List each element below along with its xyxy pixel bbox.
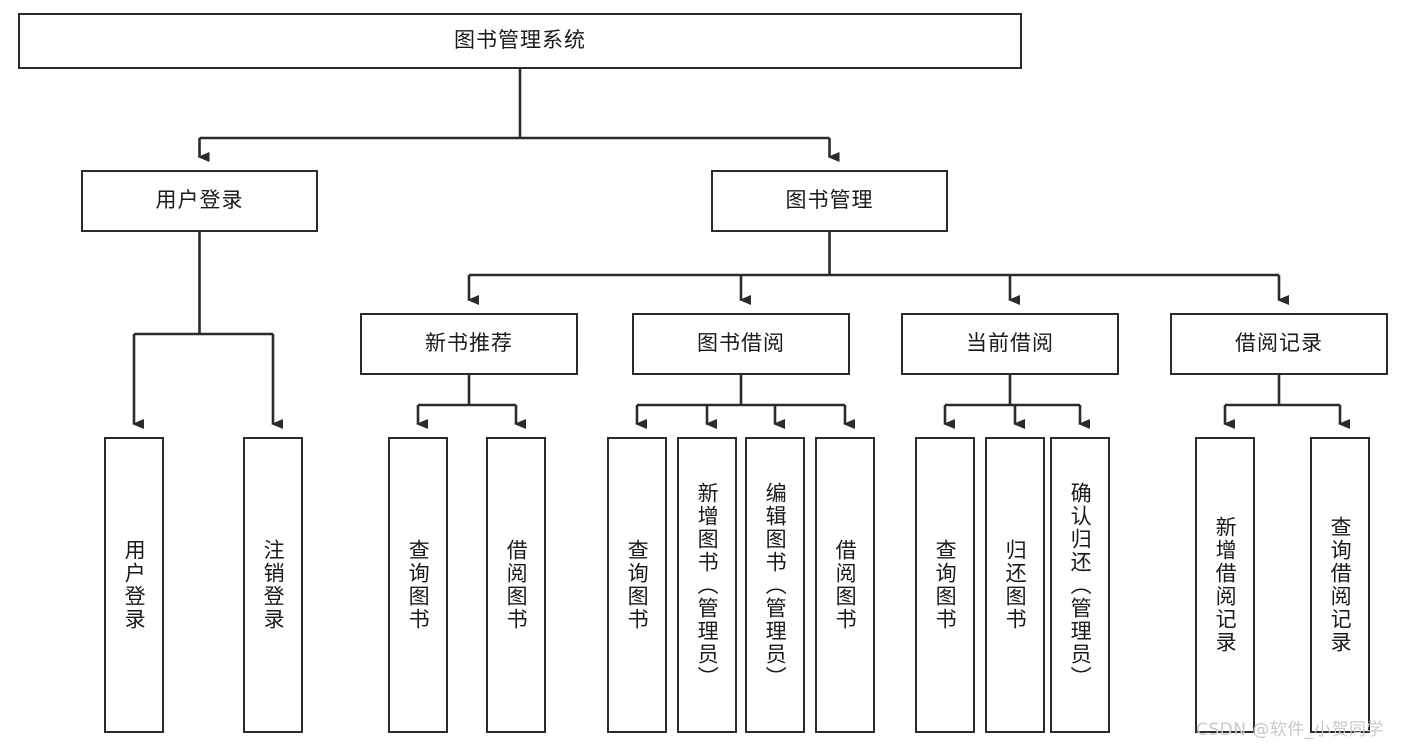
node-root[interactable]: 图书管理系统 (18, 13, 1022, 69)
node-label: 归还图书 (1003, 539, 1028, 631)
node-label: 注销登录 (261, 539, 286, 631)
node-leaf-user-login[interactable]: 用户登录 (104, 437, 164, 733)
node-label: 查询图书 (625, 539, 650, 631)
node-label: 图书借阅 (697, 331, 785, 356)
node-label: 借阅图书 (504, 539, 529, 631)
node-new-book-recommend[interactable]: 新书推荐 (360, 313, 578, 375)
node-leaf-query-book-3[interactable]: 查询图书 (915, 437, 975, 733)
node-leaf-logout[interactable]: 注销登录 (243, 437, 303, 733)
node-current-borrow[interactable]: 当前借阅 (901, 313, 1119, 375)
node-label: 图书管理 (785, 188, 874, 213)
node-label: 新书推荐 (425, 331, 513, 356)
node-leaf-add-book-admin[interactable]: 新增图书（管理员） (677, 437, 737, 733)
node-label: 查询图书 (933, 539, 958, 631)
csdn-watermark: CSDN @软件_小贺同学 (1196, 720, 1384, 740)
node-label: 新增图书（管理员） (695, 481, 720, 689)
node-book-management[interactable]: 图书管理 (711, 170, 948, 232)
node-label: 确认归还（管理员） (1068, 481, 1093, 689)
node-book-borrow[interactable]: 图书借阅 (632, 313, 850, 375)
node-label: 编辑图书（管理员） (763, 481, 788, 689)
node-label: 图书管理系统 (454, 28, 586, 53)
node-borrow-record[interactable]: 借阅记录 (1170, 313, 1388, 375)
node-leaf-return-book[interactable]: 归还图书 (985, 437, 1045, 733)
node-leaf-query-borrow-record[interactable]: 查询借阅记录 (1310, 437, 1370, 733)
node-label: 用户登录 (122, 539, 147, 631)
node-label: 借阅记录 (1235, 331, 1323, 356)
node-leaf-query-book-2[interactable]: 查询图书 (607, 437, 667, 733)
node-label: 借阅图书 (833, 539, 858, 631)
node-label: 查询图书 (406, 539, 431, 631)
node-leaf-add-borrow-record[interactable]: 新增借阅记录 (1195, 437, 1255, 733)
node-leaf-borrow-book-1[interactable]: 借阅图书 (486, 437, 546, 733)
node-leaf-confirm-return-admin[interactable]: 确认归还（管理员） (1050, 437, 1110, 733)
node-leaf-borrow-book-2[interactable]: 借阅图书 (815, 437, 875, 733)
node-label: 用户登录 (155, 188, 244, 213)
node-label: 查询借阅记录 (1328, 516, 1353, 654)
node-user-login[interactable]: 用户登录 (81, 170, 318, 232)
node-leaf-query-book-1[interactable]: 查询图书 (388, 437, 448, 733)
node-label: 当前借阅 (966, 331, 1054, 356)
node-label: 新增借阅记录 (1213, 516, 1238, 654)
node-leaf-edit-book-admin[interactable]: 编辑图书（管理员） (745, 437, 805, 733)
